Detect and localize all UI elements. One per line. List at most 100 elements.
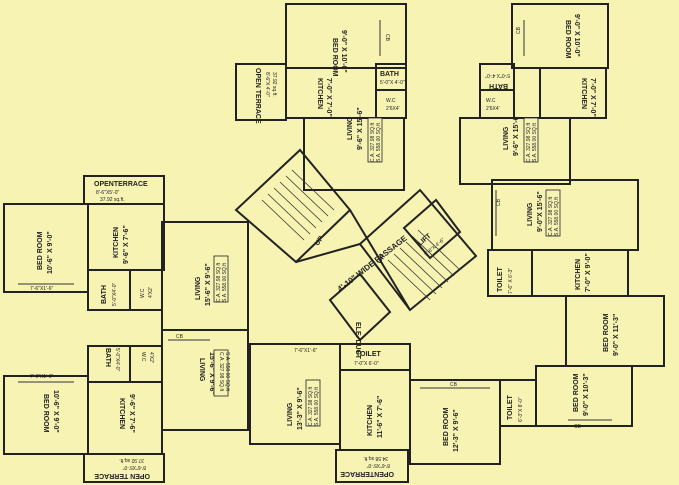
cb-label: CB [516, 26, 522, 34]
room-name: BED ROOM [603, 313, 610, 352]
carpet-area: C.A. 327.98 SQ.ft [370, 122, 376, 162]
room-size: 11'-6" X 7'-6" [377, 396, 384, 438]
room-size: 2'6X4' [486, 106, 500, 112]
room-name: W.C [486, 98, 496, 104]
room-name: LIVING [198, 358, 205, 382]
stair-up-label: UP [314, 235, 326, 247]
cb-label: CB [176, 334, 184, 340]
room-name: KITCHEN [316, 78, 323, 109]
saleable-area: S.A. 558.00 SQ.ft [376, 122, 382, 162]
saleable-area: S.A. 558.00 SQ.ft [224, 352, 230, 392]
room-name: TOILET [356, 351, 381, 358]
terrace-size: 8'-6"X 4'-0" [264, 72, 270, 97]
room-size: 5'-0"X 4'-0" [485, 72, 510, 78]
room-name: LIVING [503, 126, 510, 150]
room-size: 9'-6" X 7'-6" [128, 394, 135, 433]
room-size: 4'X2' [148, 352, 154, 363]
room-size: 15'-6" X 9'-6" [208, 352, 215, 395]
room-name: W.C [140, 288, 146, 298]
room-size: 9'-0" X 11'-3" [613, 314, 620, 356]
elec-duct-label: ELE. DUCT [354, 322, 361, 360]
terrace-size: 8'-6"X5'-0" [96, 190, 119, 196]
room-size: 9'-6" X 15'-6" [357, 107, 364, 150]
room-name: BED ROOM [37, 231, 44, 270]
room-size: 4'X2' [148, 287, 154, 298]
carpet-area: C.A. 327.98 SQ.ft [548, 196, 554, 236]
room-size: 2'6X4' [386, 106, 400, 112]
terrace-area: 37.92 sq.ft. [100, 197, 125, 203]
room-size: 9'-0"X 15'-6" [537, 191, 544, 232]
cb-label: CB [574, 424, 582, 430]
room-name: KITCHEN [367, 405, 374, 436]
room-size: 9'-0" X 10'-3" [583, 373, 590, 416]
saleable-area: S.A. 558.00 SQ.ft [314, 386, 320, 426]
room-size: 5'-0"X 4'-0" [380, 80, 405, 86]
room-size: 7'-0" X 9'-0" [585, 253, 592, 292]
room-name: BATH [489, 82, 508, 89]
room-name: TOILET [507, 395, 514, 420]
flat-top-right [459, 3, 609, 185]
terrace-size: 8'-6"X5'-0" [123, 464, 146, 470]
room-name: BED ROOM [443, 407, 450, 446]
room-name: LIVING [287, 402, 294, 426]
room-name: BATH [380, 71, 399, 78]
cb-label: 7'-6"X1'-6" [30, 286, 53, 292]
room-size: 15'-6" X 9'-6" [205, 263, 212, 306]
flat-left-upper [3, 175, 249, 331]
stair-top [261, 169, 335, 241]
room-name: BED ROOM [42, 394, 49, 433]
room-name: LIVING [347, 116, 354, 140]
room-size: 9'-6" X 7'-6" [123, 225, 130, 264]
terrace-area: 37.92 sq.ft. [271, 72, 277, 97]
room-name: BED ROOM [331, 38, 338, 77]
stair-bottom [387, 229, 461, 301]
room-name: KITCHEN [113, 227, 120, 258]
room-size: 7'-0" X 7'-0" [589, 78, 596, 117]
cb-label: CB [496, 198, 502, 206]
room-size: 13'-3" X 9'-6" [297, 387, 304, 430]
room-name: TOILET [497, 267, 504, 292]
central-core [234, 148, 478, 342]
saleable-area: S.A. 558.00 SQ.ft [554, 196, 560, 236]
room-name: LIVING [527, 202, 534, 226]
terrace-area: 37.92 sq.ft. [119, 457, 144, 463]
carpet-area: C.A. 327.98 SQ.ft [308, 386, 314, 426]
room-size: 6'-3"X 8'-0" [518, 397, 524, 422]
room-size: 12'-3" X 9'-6" [453, 409, 460, 452]
room-size: 5'-0"X4'-0" [114, 348, 120, 371]
carpet-area: C.A. 327.98 SQ.ft [218, 352, 224, 392]
room-name: BED ROOM [564, 20, 571, 59]
saleable-area: S.A. 558.00 SQ.ft [222, 262, 228, 302]
cb-label: 7'-6"X1'-6" [30, 374, 53, 380]
terrace-area: 34.58 sq.ft. [363, 455, 388, 461]
cb-label: CB [450, 382, 458, 388]
room-size: 9'-6" X 15'-6" [513, 113, 520, 156]
room-size: 9'-0" X 10'-0" [340, 30, 347, 73]
room-name: KITCHEN [118, 398, 125, 429]
room-size: 7'-0" X 7'-0" [325, 78, 332, 117]
flat-left-lower [3, 329, 249, 483]
cb-label: 7'-6"X1'-6" [294, 348, 317, 354]
room-size: 5'-0"X4'-0" [112, 283, 118, 306]
room-name: BED ROOM [573, 373, 580, 412]
room-name: W.C [140, 352, 146, 362]
stair-up-label: UP [376, 253, 388, 265]
room-size: 7'-0"X 6'-0" [354, 361, 379, 367]
room-size: 10'-6" X 9'-0" [47, 231, 54, 274]
carpet-area: C.A. 327.98 SQ.ft [526, 122, 532, 162]
carpet-area: C.A. 327.98 SQ.ft [216, 262, 222, 302]
terrace-size: 8'-6"X5'-0" [367, 462, 390, 468]
terrace-name: OPENTERRACE [94, 181, 148, 188]
room-size: 10'-6" X 9'-0" [52, 390, 59, 433]
room-name: BATH [104, 348, 111, 367]
room-name: BATH [101, 285, 108, 304]
terrace-name: OPENTERRACE [340, 470, 394, 477]
room-size: 7'-6" X 6'-3" [508, 268, 514, 294]
room-name: KITCHEN [580, 78, 587, 109]
saleable-area: S.A. 558.00 SQ.ft [532, 122, 538, 162]
room-name: LIVING [195, 276, 202, 300]
terrace-name: OPEN TERRACE [254, 68, 261, 124]
room-size: 9'-0" X 10'-0" [573, 14, 580, 57]
cb-label: CB [384, 34, 390, 42]
